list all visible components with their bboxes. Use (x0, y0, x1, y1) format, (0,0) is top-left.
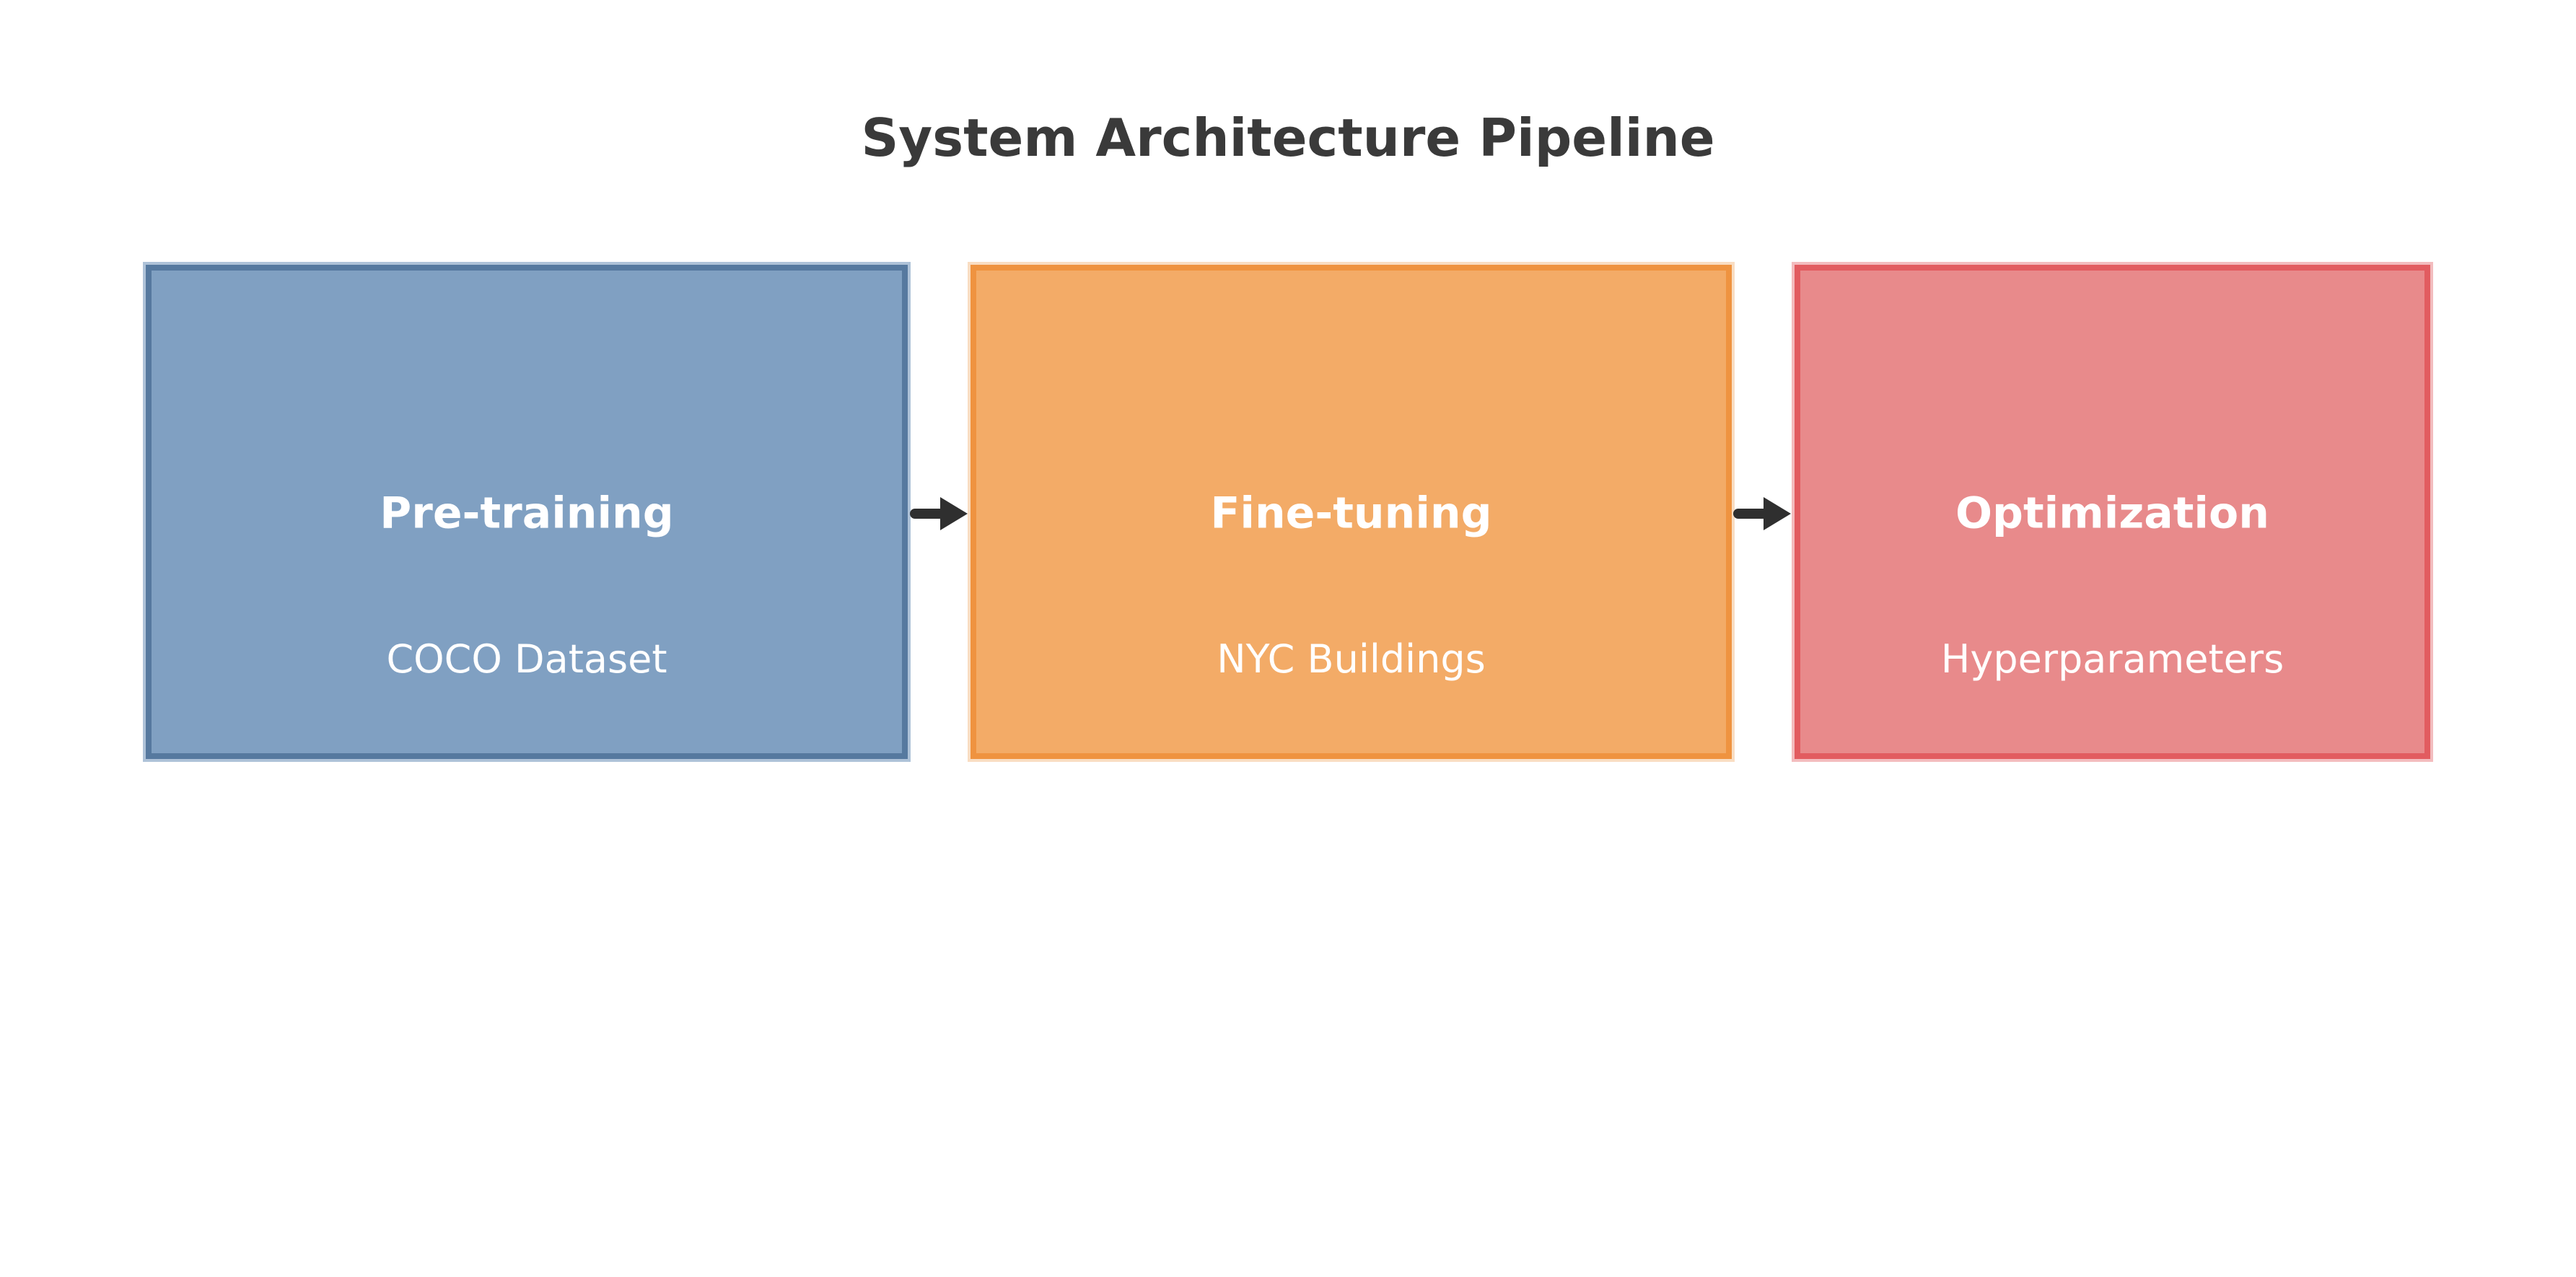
arrow-shaft (910, 509, 947, 519)
arrow-head-icon (1764, 497, 1791, 530)
stage-label-fine-tuning: Fine-tuning (1210, 488, 1492, 539)
diagram-title: System Architecture Pipeline (861, 107, 1715, 168)
stage-label-pre-training: Pre-training (380, 488, 674, 539)
arrow-head-icon (940, 497, 968, 530)
stage-sublabel-coco-dataset: COCO Dataset (386, 636, 667, 682)
stage-box-fine-tuning: Fine-tuning NYC Buildings (968, 262, 1735, 762)
stage-box-optimization: Optimization Hyperparameters (1792, 262, 2433, 762)
stage-label-optimization: Optimization (1955, 488, 2269, 539)
stage-box-pre-training: Pre-training COCO Dataset (143, 262, 911, 762)
stage-sublabel-nyc-buildings: NYC Buildings (1217, 636, 1486, 682)
arrow-shaft (1733, 509, 1771, 519)
stage-sublabel-hyperparameters: Hyperparameters (1940, 636, 2284, 682)
